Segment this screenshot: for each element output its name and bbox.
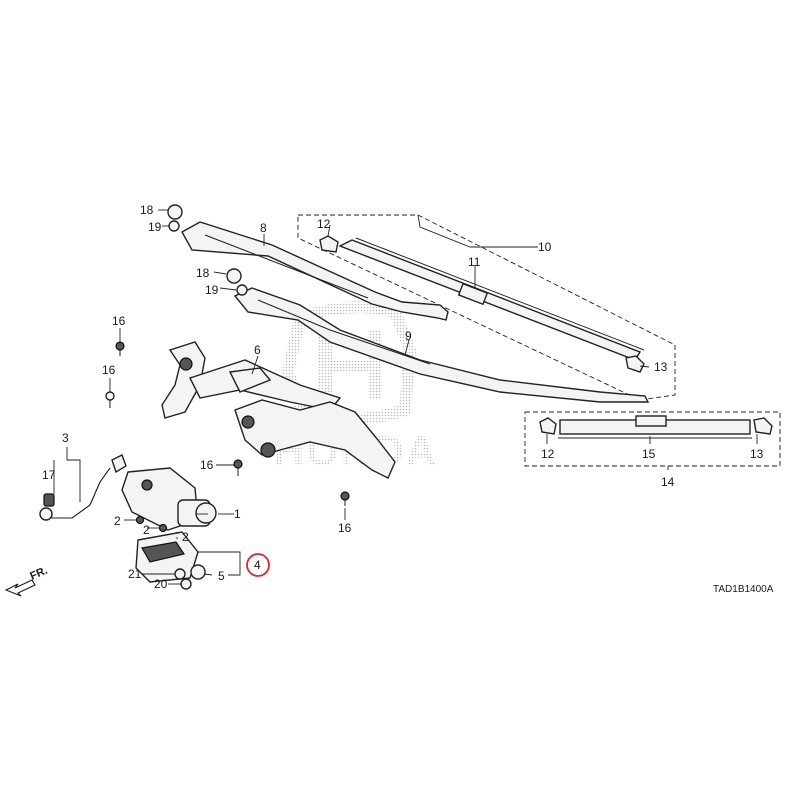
cap-18-upper	[167, 204, 183, 220]
grommet-17	[43, 493, 55, 507]
callout-2-a: 2	[114, 514, 121, 528]
wiper-blade-11	[338, 237, 645, 361]
callout-4: 4	[254, 558, 261, 572]
callout-20: 20	[154, 577, 168, 591]
callout-3: 3	[62, 431, 69, 445]
callout-10: 10	[538, 240, 552, 254]
cap-18-lower	[226, 268, 242, 284]
callout-19-upper: 19	[148, 220, 162, 234]
callout-16-a: 16	[112, 314, 126, 328]
end-cap-13-lower	[753, 417, 773, 435]
blade-14-box	[524, 411, 781, 467]
callout-2-b: 2	[143, 523, 150, 537]
wiper-arm-8	[181, 221, 449, 321]
callout-13-lower: 13	[750, 447, 764, 461]
screw-16-b	[105, 391, 115, 408]
front-label: FR.	[28, 565, 49, 583]
end-cap-12-lower	[539, 417, 557, 435]
callout-16-b: 16	[102, 363, 116, 377]
nut-19-lower	[236, 284, 248, 296]
nut-19-upper	[168, 220, 180, 232]
bolt-2-a	[135, 515, 145, 525]
callout-9: 9	[405, 329, 412, 343]
callout-12-lower: 12	[541, 447, 555, 461]
washer-21	[174, 568, 186, 580]
callout-11: 11	[468, 255, 481, 269]
callout-14: 14	[661, 475, 675, 489]
callout-18-lower: 18	[196, 266, 210, 280]
callout-13-upper: 13	[654, 360, 668, 374]
callout-12-upper: 12	[317, 217, 331, 231]
washer-5	[190, 564, 206, 580]
screw-16-a	[115, 341, 125, 356]
screw-16-c	[233, 459, 243, 476]
callout-21: 21	[128, 567, 142, 581]
nut-20	[180, 578, 192, 590]
callout-8: 8	[260, 221, 267, 235]
end-cap-12-upper	[319, 235, 339, 253]
callout-19-lower: 19	[205, 283, 219, 297]
wiper-arm-9	[233, 287, 650, 403]
callout-1: 1	[234, 507, 241, 521]
highlight-circle-4	[246, 553, 270, 577]
callout-2-c: 2	[182, 530, 189, 544]
callout-17: 17	[42, 468, 56, 482]
motor-link-rod-3	[39, 454, 127, 521]
wiper-blade-15	[558, 415, 752, 439]
motor-cover-4	[135, 531, 199, 583]
front-arrow	[4, 579, 36, 597]
callout-16-d: 16	[338, 521, 352, 535]
screw-16-d	[340, 491, 350, 506]
callout-5: 5	[218, 569, 225, 583]
wiper-motor-1	[121, 467, 217, 531]
callout-18-upper: 18	[140, 203, 154, 217]
diagram-code: TAD1B1400A	[713, 584, 774, 595]
callout-15: 15	[642, 447, 656, 461]
wiper-linkage-6	[161, 341, 396, 479]
end-cap-13-upper	[625, 355, 645, 373]
bolt-2-b	[158, 523, 168, 533]
callout-6: 6	[254, 343, 261, 357]
callout-16-c: 16	[200, 458, 214, 472]
